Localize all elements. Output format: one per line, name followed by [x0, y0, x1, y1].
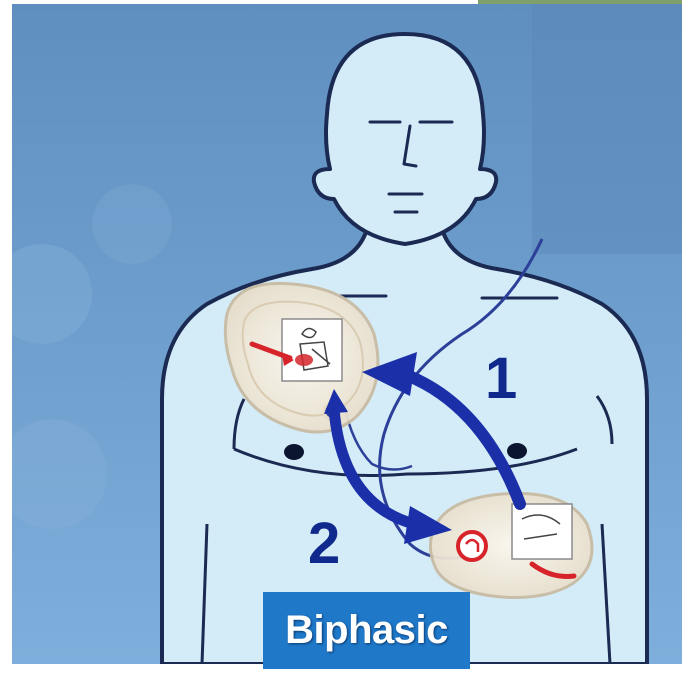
electrode-pad-lower — [430, 493, 592, 597]
step-one-label: 1 — [485, 350, 517, 408]
biphasic-badge: Biphasic — [263, 592, 470, 669]
illustration-svg — [12, 4, 682, 664]
right-nipple — [507, 443, 527, 459]
badge-label: Biphasic — [285, 608, 448, 653]
left-nipple — [284, 444, 304, 460]
illustration-panel — [12, 4, 682, 664]
background-bokeh — [92, 184, 172, 264]
step-two-label: 2 — [308, 515, 340, 573]
background-band — [532, 4, 682, 254]
